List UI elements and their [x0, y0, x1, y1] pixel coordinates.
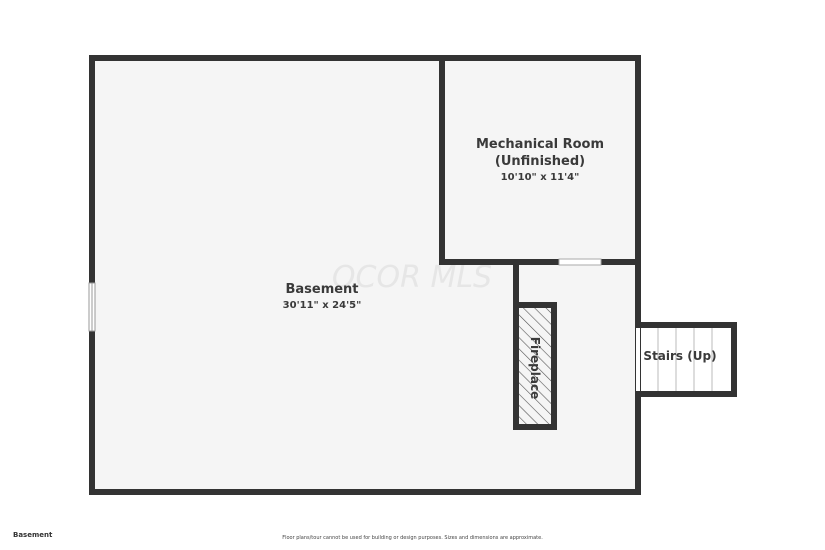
- watermark: OCOR MLS: [332, 260, 492, 295]
- basement-name: Basement: [285, 282, 358, 297]
- basement-dims: 30'11" x 24'5": [283, 300, 362, 311]
- disclaimer: Floor plans/tour cannot be used for buil…: [282, 535, 543, 541]
- fireplace: [513, 302, 557, 430]
- fireplace-label: Fireplace: [528, 337, 542, 399]
- stairs-floor: [635, 325, 734, 394]
- mechanical-dims: 10'10" x 11'4": [501, 172, 580, 183]
- outer-wall: [89, 55, 641, 495]
- stairs-gap: [636, 328, 640, 391]
- floor-label: Basement: [13, 531, 53, 539]
- mechanical-door: [558, 258, 602, 266]
- stairs-label: Stairs (Up): [643, 349, 716, 363]
- mechanical-name-line1: Mechanical Room: [476, 137, 604, 152]
- stairs: [635, 322, 737, 397]
- mechanical-name-line2: (Unfinished): [495, 154, 585, 169]
